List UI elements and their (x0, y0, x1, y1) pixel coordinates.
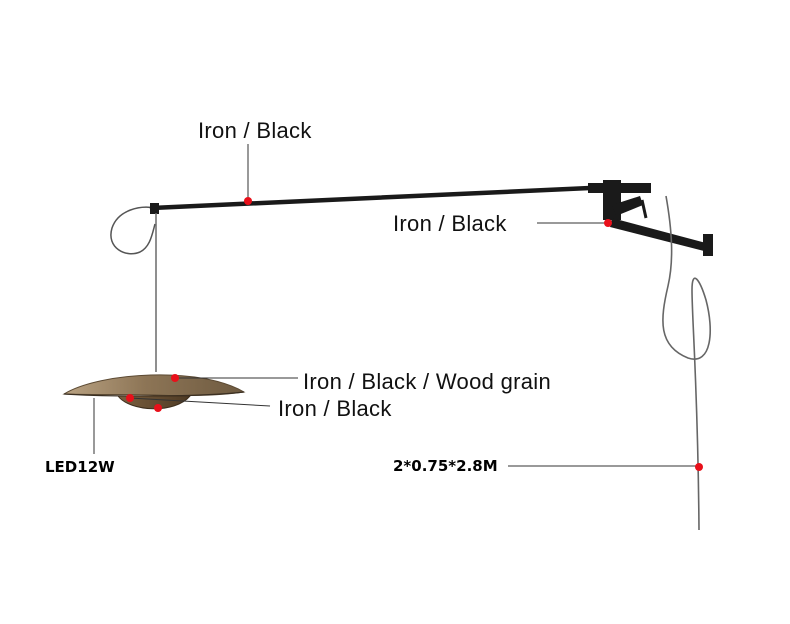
markers (126, 197, 703, 471)
label-cable-spec: 2*0.75*2.8M (393, 457, 498, 475)
marker-inner-left (126, 394, 134, 402)
arm-end-cap (150, 203, 159, 214)
leader-inner (129, 397, 271, 407)
power-cable (662, 195, 711, 531)
marker-cable (695, 463, 703, 471)
label-light-source: LED12W (45, 458, 115, 476)
marker-bracket (604, 219, 612, 227)
label-bracket-material: Iron / Black (393, 211, 507, 236)
label-inner-shade-material: Iron / Black (278, 396, 392, 421)
left-cord-loop (110, 206, 156, 255)
arm-rod (149, 185, 593, 211)
label-arm-material: Iron / Black (198, 118, 312, 143)
leader-lines (93, 144, 699, 467)
marker-shade (171, 374, 179, 382)
marker-arm (244, 197, 252, 205)
wall-bracket (588, 180, 713, 256)
marker-inner-bottom (154, 404, 162, 412)
label-shade-material: Iron / Black / Wood grain (303, 369, 551, 394)
